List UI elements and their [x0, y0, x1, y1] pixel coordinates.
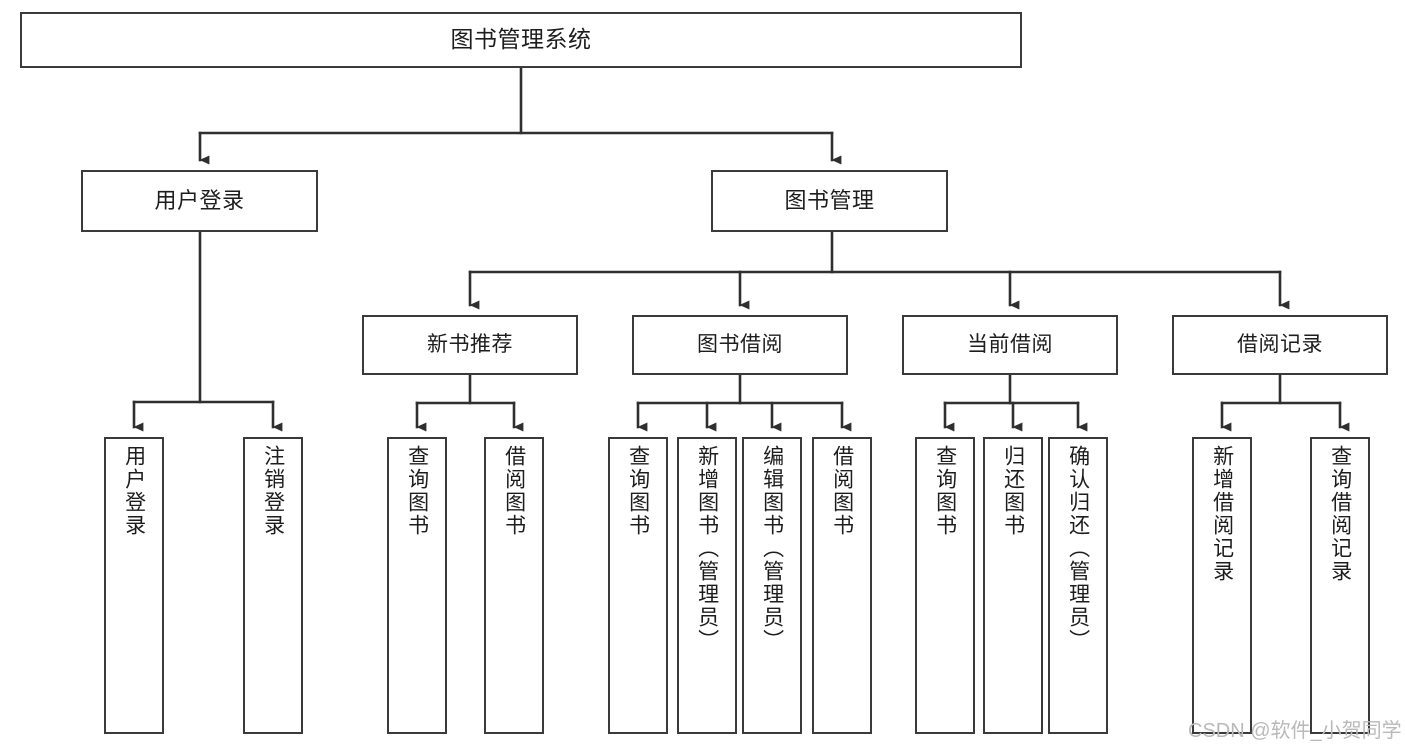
csdn-watermark: CSDN @软件_小贺同学 [1188, 720, 1402, 742]
node-leaf-query-book-1-label: 查询图书 [405, 445, 429, 537]
node-root-book-management-system[interactable]: 图书管理系统 [20, 12, 1022, 68]
node-current-borrow-label: 当前借阅 [967, 332, 1053, 356]
node-leaf-add-record[interactable]: 新增借阅记录 [1192, 437, 1252, 734]
node-leaf-logout-login-label: 注销登录 [261, 445, 285, 537]
node-user-login-label: 用户登录 [154, 188, 245, 214]
node-leaf-borrow-book-1-label: 借阅图书 [502, 445, 526, 537]
node-book-borrow-label: 图书借阅 [697, 332, 783, 356]
node-leaf-confirm-return-label: 确认归还（管理员） [1066, 445, 1090, 652]
node-leaf-add-book[interactable]: 新增图书（管理员） [677, 437, 737, 734]
node-leaf-edit-book-label: 编辑图书（管理员） [760, 445, 784, 652]
node-leaf-query-book-2-label: 查询图书 [626, 445, 650, 537]
node-leaf-add-book-label: 新增图书（管理员） [695, 445, 719, 652]
node-leaf-query-book-2[interactable]: 查询图书 [608, 437, 668, 734]
node-leaf-query-record[interactable]: 查询借阅记录 [1310, 437, 1370, 734]
node-book-manage-label: 图书管理 [784, 188, 875, 214]
node-user-login[interactable]: 用户登录 [81, 170, 318, 232]
node-leaf-add-record-label: 新增借阅记录 [1210, 445, 1234, 583]
node-leaf-user-login[interactable]: 用户登录 [104, 437, 164, 734]
node-leaf-query-book-1[interactable]: 查询图书 [387, 437, 447, 734]
node-borrow-record-label: 借阅记录 [1237, 332, 1323, 356]
node-leaf-query-record-label: 查询借阅记录 [1328, 445, 1352, 583]
node-leaf-borrow-book-2[interactable]: 借阅图书 [812, 437, 872, 734]
node-leaf-query-book-3[interactable]: 查询图书 [915, 437, 975, 734]
node-new-book-recommend-label: 新书推荐 [427, 332, 513, 356]
node-leaf-query-book-3-label: 查询图书 [933, 445, 957, 537]
node-current-borrow[interactable]: 当前借阅 [902, 315, 1118, 375]
node-leaf-borrow-book-2-label: 借阅图书 [830, 445, 854, 537]
node-leaf-return-book-label: 归还图书 [1001, 445, 1025, 537]
node-book-manage[interactable]: 图书管理 [711, 170, 948, 232]
node-new-book-recommend[interactable]: 新书推荐 [362, 315, 578, 375]
node-leaf-edit-book[interactable]: 编辑图书（管理员） [742, 437, 802, 734]
node-leaf-borrow-book-1[interactable]: 借阅图书 [484, 437, 544, 734]
node-book-borrow[interactable]: 图书借阅 [632, 315, 848, 375]
node-root-label: 图书管理系统 [450, 26, 592, 53]
node-leaf-user-login-label: 用户登录 [122, 445, 146, 537]
node-leaf-confirm-return[interactable]: 确认归还（管理员） [1048, 437, 1108, 734]
node-borrow-record[interactable]: 借阅记录 [1172, 315, 1388, 375]
node-leaf-return-book[interactable]: 归还图书 [983, 437, 1043, 734]
node-leaf-logout-login[interactable]: 注销登录 [243, 437, 303, 734]
